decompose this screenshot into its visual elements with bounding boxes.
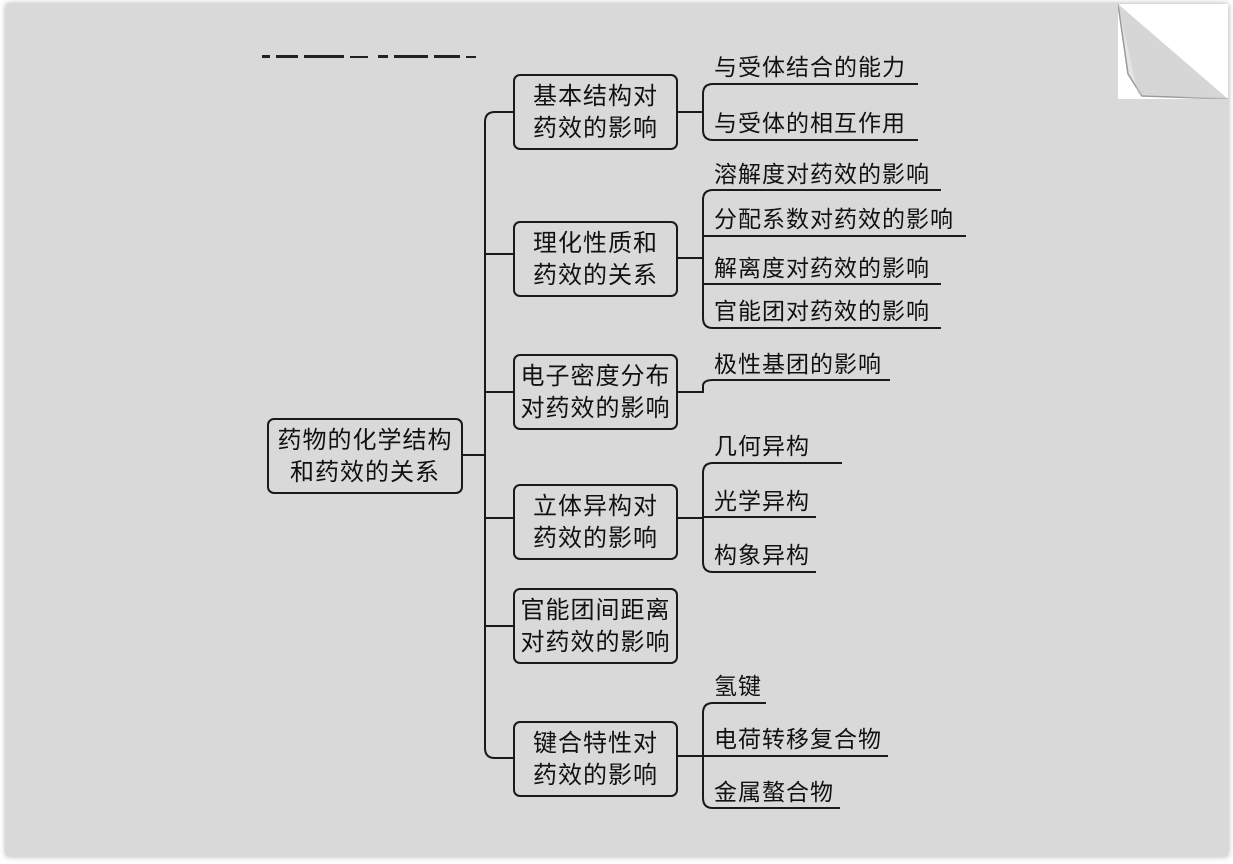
leaf-label: 与受体结合的能力 [714,55,906,81]
branch-node-line-1: 立体异构对 [533,492,658,520]
leaf-label: 官能团对药效的影响 [714,299,930,325]
branch-node-line-2: 对药效的影响 [520,394,671,422]
leaf-label: 构象异构 [714,543,810,569]
cropped-header-text [262,48,492,58]
root-node-line-1: 药物的化学结构 [277,426,453,454]
branch-node-stereoisomer: 立体异构对 药效的影响 [513,484,678,560]
branch-node-physicochemical: 理化性质和 药效的关系 [513,221,678,297]
leaf-label: 极性基团的影响 [714,352,882,378]
leaf-label: 几何异构 [714,434,810,460]
branch-node-line-2: 药效的影响 [533,114,658,142]
branch-node-line-2: 药效的影响 [533,761,658,789]
leaf-label: 分配系数对药效的影响 [714,207,954,233]
leaf-label: 氢键 [714,674,762,700]
leaf-label: 溶解度对药效的影响 [714,162,930,188]
leaf-label: 解离度对药效的影响 [714,256,930,282]
branch-node-basic-structure: 基本结构对 药效的影响 [513,74,678,150]
page-curl [1117,3,1229,100]
branch-node-line-2: 药效的关系 [533,261,658,289]
branch-node-line-1: 键合特性对 [533,729,658,757]
branch-node-electron-density: 电子密度分布 对药效的影响 [513,354,678,430]
branch-node-line-1: 官能团间距离 [520,596,671,624]
branch-node-group-distance: 官能团间距离 对药效的影响 [513,588,678,664]
branch-node-bonding: 键合特性对 药效的影响 [513,721,678,797]
leaf-label: 光学异构 [714,489,810,515]
branch-node-line-1: 电子密度分布 [520,362,671,390]
root-node-line-2: 和药效的关系 [290,458,440,486]
branch-node-line-2: 药效的影响 [533,524,658,552]
branch-node-line-1: 理化性质和 [533,229,658,257]
leaf-label: 电荷转移复合物 [714,727,882,753]
leaf-label: 金属螯合物 [714,780,834,806]
branch-node-line-1: 基本结构对 [533,82,658,110]
branch-node-line-2: 对药效的影响 [520,628,671,656]
root-node: 药物的化学结构 和药效的关系 [267,418,463,494]
leaf-label: 与受体的相互作用 [714,111,906,137]
